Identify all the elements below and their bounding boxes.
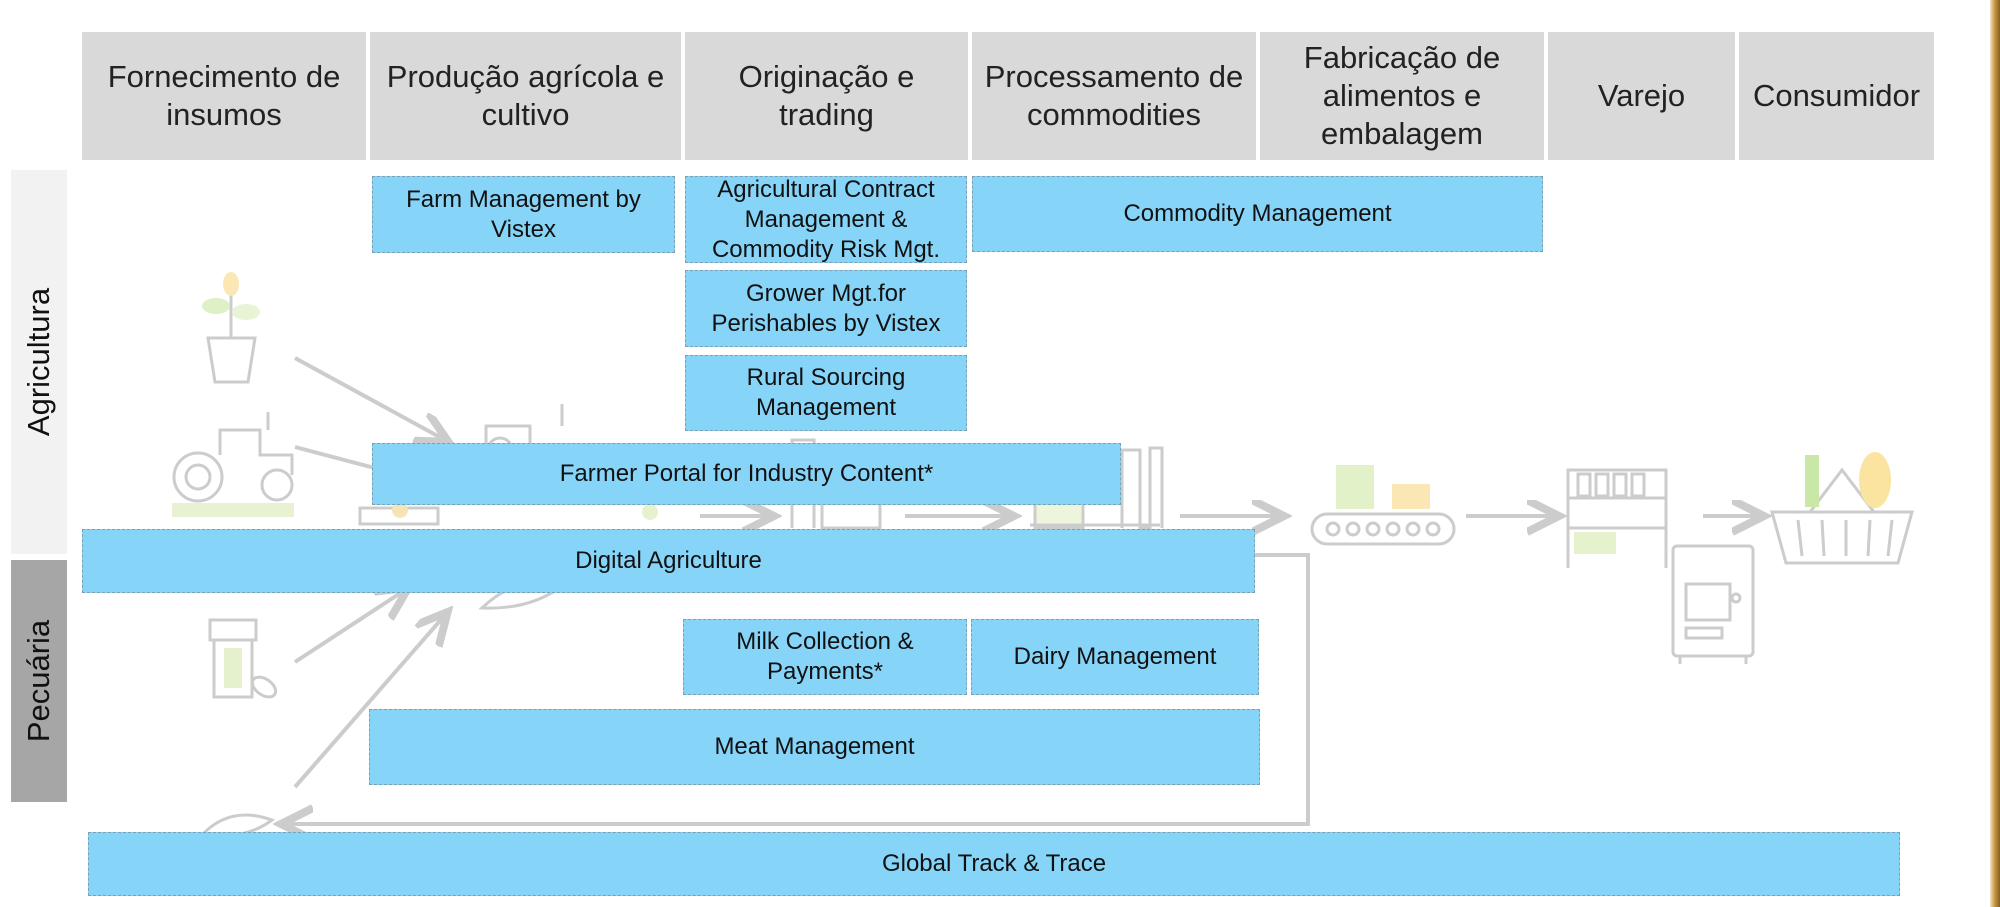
solution-milk-collection[interactable]: Milk Collection & Payments* — [683, 619, 967, 695]
plant-pot-icon — [202, 272, 260, 384]
header-varejo: Varejo — [1548, 32, 1735, 160]
tractor-icon — [172, 412, 294, 517]
solution-agricultural-contract-management[interactable]: Agricultural Contract Management & Commo… — [685, 176, 967, 263]
header-consumidor: Consumidor — [1739, 32, 1934, 160]
header-processamento: Processamento de commodities — [972, 32, 1256, 160]
row-label-pecuaria: Pecuária — [11, 560, 67, 802]
shopping-basket-icon — [1770, 452, 1914, 565]
header-fabricacao: Fabricação de alimentos e embalagem — [1260, 32, 1544, 160]
header-fornecimento: Fornecimento de insumos — [82, 32, 366, 160]
medicine-bottle-icon — [208, 618, 278, 699]
solution-rural-sourcing[interactable]: Rural Sourcing Management — [685, 355, 967, 431]
vending-machine-icon — [1671, 544, 1755, 664]
solution-digital-agriculture[interactable]: Digital Agriculture — [82, 529, 1255, 593]
solution-meat-management[interactable]: Meat Management — [369, 709, 1260, 785]
solution-grower-management[interactable]: Grower Mgt.for Perishables by Vistex — [685, 270, 967, 347]
header-producao: Produção agrícola e cultivo — [370, 32, 681, 160]
solution-dairy-management[interactable]: Dairy Management — [971, 619, 1259, 695]
background-image-edge — [1990, 0, 2000, 907]
header-originacao: Originação e trading — [685, 32, 968, 160]
solution-farm-management[interactable]: Farm Management by Vistex — [372, 176, 675, 253]
row-label-agricultura: Agricultura — [11, 170, 67, 554]
solution-farmer-portal[interactable]: Farmer Portal for Industry Content* — [372, 443, 1121, 505]
solution-commodity-management[interactable]: Commodity Management — [972, 176, 1543, 252]
conveyor-belt-icon — [1310, 465, 1456, 546]
retail-shelf-icon — [1566, 468, 1668, 568]
solution-global-track-trace[interactable]: Global Track & Trace — [88, 832, 1900, 896]
